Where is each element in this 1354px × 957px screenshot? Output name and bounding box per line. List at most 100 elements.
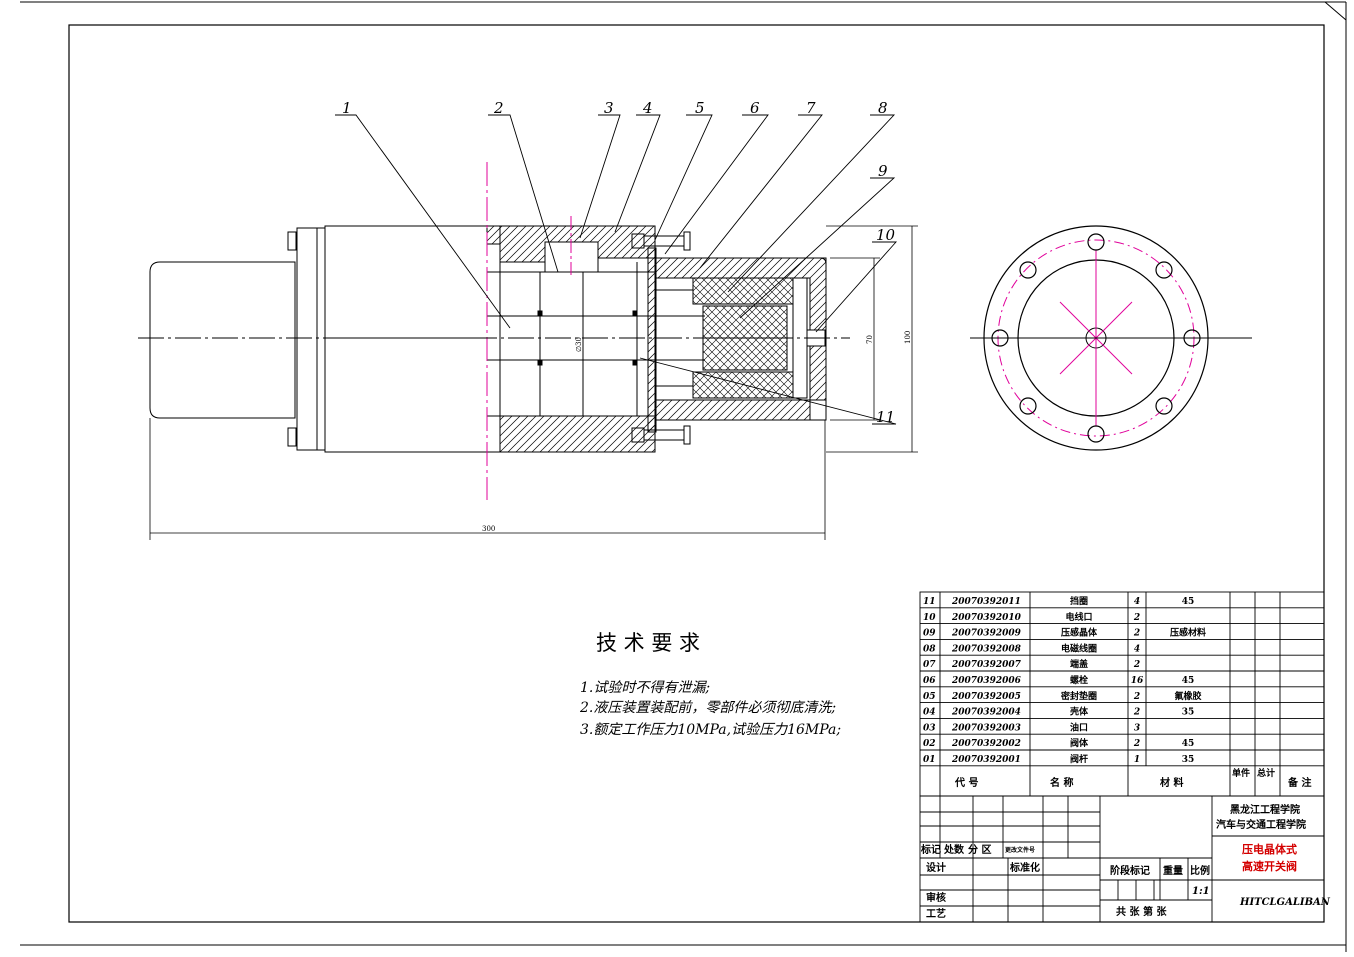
label-mark: 标记: [920, 843, 941, 856]
bom-cell-code: 20070392006: [951, 676, 1022, 686]
dim-length: 300: [482, 525, 495, 533]
label-review: 审核: [926, 891, 946, 904]
bom-cell-material: 35: [1182, 708, 1195, 718]
dim-outer: 100: [904, 331, 912, 344]
bom-head-unit: 单件: [1232, 767, 1250, 779]
bom-head-remark: 备 注: [1287, 776, 1311, 789]
bom-cell-no: 07: [923, 660, 936, 670]
bom-cell-material: 45: [1182, 676, 1195, 686]
bom-cell-qty: 2: [1133, 613, 1140, 623]
balloon-labels: 1 2 3 4 5 6 7 8 9 10 11: [342, 99, 896, 426]
label-ratio: 比例: [1190, 864, 1210, 877]
product-name-2: 高速开关阀: [1242, 859, 1297, 873]
bom-cell-no: 04: [923, 708, 936, 718]
bom-cell-name: 阀体: [1070, 737, 1089, 749]
svg-text:5: 5: [695, 99, 705, 117]
bom-cell-no: 06: [923, 676, 936, 686]
title-block-text: 黑龙江工程学院 汽车与交通工程学院 压电晶体式 高速开关阀 HITCLGALIB…: [920, 803, 1331, 920]
bom-cell-code: 20070392009: [951, 629, 1022, 639]
label-design: 设计: [926, 861, 946, 874]
bom-cell-name: 挡圈: [1070, 595, 1088, 607]
bom-cell-qty: 2: [1133, 660, 1140, 670]
bom-cell-no: 05: [923, 692, 936, 702]
bom-cell-no: 08: [923, 644, 936, 654]
bom-cell-name: 壳体: [1069, 706, 1089, 718]
bom-header: 代 号 名 称 材 料 单件 总计 备 注: [954, 767, 1311, 789]
svg-text:8: 8: [878, 99, 888, 117]
label-standard: 标准化: [1009, 861, 1040, 874]
label-craft: 工艺: [926, 907, 946, 920]
drawing-code: HITCLGALIBAN: [1239, 897, 1331, 908]
title-block: [919, 795, 1325, 923]
bom-head-code: 代 号: [954, 776, 978, 789]
svg-text:7: 7: [806, 99, 816, 117]
bom-cell-code: 20070392005: [951, 692, 1021, 702]
svg-text:2: 2: [493, 99, 504, 117]
label-zone: 分 区: [968, 843, 991, 856]
bom-cell-material: 35: [1182, 755, 1195, 765]
label-doc: 更改文件号: [1005, 846, 1035, 854]
bom-cell-code: 20070392003: [951, 723, 1021, 733]
end-view: [970, 225, 1252, 451]
bom-cell-qty: 1: [1134, 755, 1140, 765]
bom-cell-no: 03: [923, 723, 936, 733]
tech-req-item-3: 3.额定工作压力10MPa,试验压力16MPa;: [580, 722, 841, 738]
tech-req-item-1: 1.试验时不得有泄漏;: [580, 680, 710, 696]
bom-cell-name: 螺栓: [1070, 674, 1088, 686]
tech-req-title: 技 术 要 求: [596, 631, 700, 655]
svg-text:1: 1: [342, 99, 352, 117]
bom-cell-qty: 3: [1134, 723, 1140, 733]
bom-cell-name: 端盖: [1070, 658, 1088, 670]
label-sheets: 共 张 第 张: [1116, 905, 1167, 918]
leader-lines: [335, 114, 898, 425]
scale-value: 1:1: [1192, 886, 1210, 897]
tech-req-item-2: 2.液压装置装配前，零部件必须彻底清洗;: [579, 700, 836, 716]
bom-cell-code: 20070392011: [951, 597, 1021, 607]
svg-text:10: 10: [876, 226, 896, 244]
bom-cell-qty: 16: [1131, 676, 1144, 686]
svg-text:11: 11: [876, 408, 895, 426]
bom-cell-qty: 2: [1133, 708, 1140, 718]
bom-cell-name: 阀杆: [1070, 753, 1088, 765]
label-stage: 阶段标记: [1110, 864, 1150, 877]
bom-cell-material: 45: [1182, 597, 1195, 607]
bom-cell-code: 20070392008: [951, 644, 1022, 654]
svg-text:3: 3: [604, 99, 614, 117]
bom-cell-qty: 2: [1133, 629, 1140, 639]
bom-cell-code: 20070392010: [951, 613, 1022, 623]
bom-table: [919, 591, 1325, 797]
dim-inner: 70: [866, 335, 874, 344]
school-name-1: 黑龙江工程学院: [1230, 803, 1300, 816]
bom-head-material: 材 料: [1160, 776, 1183, 789]
bom-cell-name: 油口: [1070, 721, 1088, 733]
bom-cell-no: 01: [923, 755, 936, 765]
bom-cell-name: 压感晶体: [1061, 627, 1098, 639]
bom-cell-no: 09: [923, 629, 936, 639]
svg-text:9: 9: [878, 162, 888, 180]
tech-req-items: 1.试验时不得有泄漏; 2.液压装置装配前，零部件必须彻底清洗; 3.额定工作压…: [579, 680, 841, 738]
bom-cell-name: 电磁线圈: [1061, 642, 1097, 654]
bom-cell-no: 10: [923, 613, 936, 623]
bom-cell-code: 20070392002: [951, 739, 1021, 749]
centre-lines: [486, 162, 572, 500]
bom-cell-no: 02: [923, 739, 936, 749]
bom-cell-material: 压感材料: [1170, 627, 1206, 639]
label-weight: 重量: [1163, 864, 1183, 877]
bom-cell-code: 20070392004: [951, 708, 1021, 718]
bom-head-name: 名 称: [1050, 776, 1073, 789]
bom-cell-name: 电线口: [1065, 611, 1092, 623]
bom-cell-code: 20070392007: [951, 660, 1022, 670]
bom-cell-name: 密封垫圈: [1060, 690, 1097, 702]
dimensions: [149, 225, 918, 540]
svg-text:6: 6: [750, 99, 760, 117]
bom-cell-qty: 4: [1134, 597, 1140, 607]
school-name-2: 汽车与交通工程学院: [1216, 818, 1306, 831]
bom-cell-material: 45: [1182, 739, 1195, 749]
bom-cell-qty: 2: [1133, 739, 1140, 749]
label-count: 处数: [943, 843, 965, 856]
bom-cell-qty: 2: [1133, 692, 1140, 702]
drawing-border: [68, 24, 1325, 923]
bom-cell-material: 氟橡胶: [1174, 690, 1201, 702]
